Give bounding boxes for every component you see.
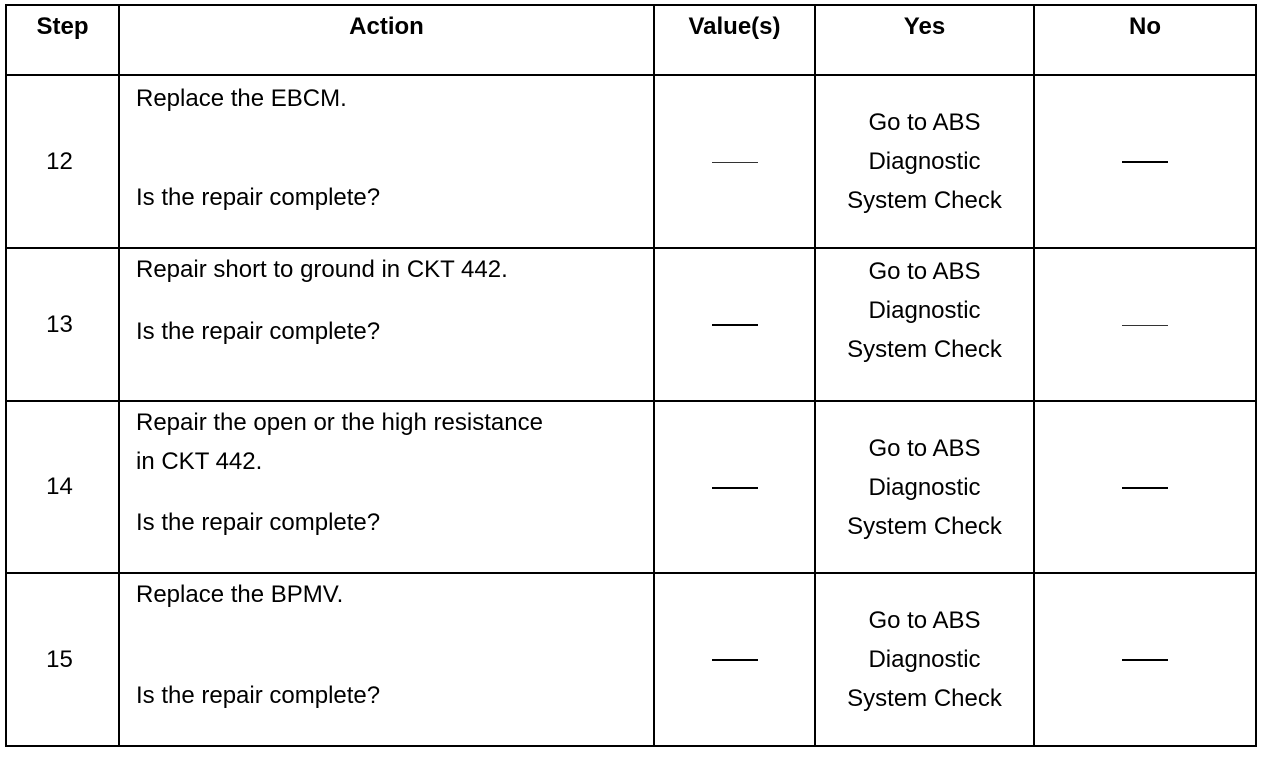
header-action: Action [118, 4, 655, 76]
action-text: Repair short to ground in CKT 442. [136, 256, 508, 283]
no-cell: — [1033, 247, 1257, 402]
table-row: 14 Repair the open or the high resistanc… [5, 400, 1257, 574]
value-dash [711, 486, 758, 489]
step-cell: 14 [5, 400, 120, 574]
step-number: 15 [46, 645, 73, 673]
action-cell: Repair the open or the high resistance i… [118, 400, 655, 574]
no-cell: — [1033, 572, 1257, 747]
action-cell: Replace the BPMV. Is the repair complete… [118, 572, 655, 747]
value-dash [711, 161, 758, 163]
no-dash [1122, 486, 1168, 489]
value-cell: — [653, 572, 816, 747]
action-question: Is the repair complete? [136, 509, 381, 536]
yes-line: Diagnostic [868, 297, 981, 324]
yes-line: Go to ABS [868, 109, 981, 136]
no-cell: — [1033, 74, 1257, 249]
yes-line: Diagnostic [868, 646, 981, 673]
yes-cell: Go to ABS Diagnostic System Check [814, 572, 1035, 747]
value-dash [711, 324, 758, 327]
yes-line: Diagnostic [868, 473, 981, 501]
header-values: Value(s) [653, 4, 816, 76]
no-dash [1122, 161, 1168, 164]
value-cell: — [653, 400, 816, 574]
action-question: Is the repair complete? [136, 184, 381, 211]
step-number: 14 [46, 473, 73, 500]
step-cell: 12 [5, 74, 120, 249]
action-text: Replace the BPMV. [136, 581, 344, 608]
table-row: 12 Replace the EBCM. Is the repair compl… [5, 74, 1257, 249]
value-dash [711, 659, 758, 662]
value-cell: — [653, 74, 816, 249]
value-cell: — [653, 247, 816, 402]
yes-line: Diagnostic [868, 148, 981, 175]
step-number: 12 [46, 147, 73, 175]
table-row: 13 Repair short to ground in CKT 442. Is… [5, 247, 1257, 402]
yes-cell: Go to ABS Diagnostic System Check [814, 247, 1035, 402]
no-cell: — [1033, 400, 1257, 574]
table-row: 15 Replace the BPMV. Is the repair compl… [5, 572, 1257, 747]
action-text: Repair the open or the high resistance [136, 409, 543, 436]
step-cell: 15 [5, 572, 120, 747]
action-cell: Repair short to ground in CKT 442. Is th… [118, 247, 655, 402]
action-text: Replace the EBCM. [136, 85, 347, 112]
yes-line: System Check [847, 336, 1002, 363]
action-question: Is the repair complete? [136, 682, 381, 709]
no-dash [1122, 324, 1168, 326]
yes-line: Go to ABS [868, 258, 981, 285]
yes-cell: Go to ABS Diagnostic System Check [814, 74, 1035, 249]
header-no: No [1033, 4, 1257, 76]
step-cell: 13 [5, 247, 120, 402]
yes-cell: Go to ABS Diagnostic System Check [814, 400, 1035, 574]
yes-line: System Check [847, 512, 1002, 540]
yes-line: Go to ABS [868, 607, 981, 634]
action-text: in CKT 442. [136, 448, 263, 475]
header-step: Step [5, 4, 120, 76]
yes-line: System Check [847, 187, 1002, 214]
action-question: Is the repair complete? [136, 318, 381, 345]
no-dash [1122, 659, 1168, 662]
yes-line: Go to ABS [868, 434, 981, 462]
header-yes: Yes [814, 4, 1035, 76]
step-number: 13 [46, 310, 73, 338]
diagnostic-table: Step Action Value(s) Yes No 12 Replace t… [5, 4, 1257, 747]
action-cell: Replace the EBCM. Is the repair complete… [118, 74, 655, 249]
yes-line: System Check [847, 685, 1002, 712]
header-row: Step Action Value(s) Yes No [5, 4, 1257, 76]
